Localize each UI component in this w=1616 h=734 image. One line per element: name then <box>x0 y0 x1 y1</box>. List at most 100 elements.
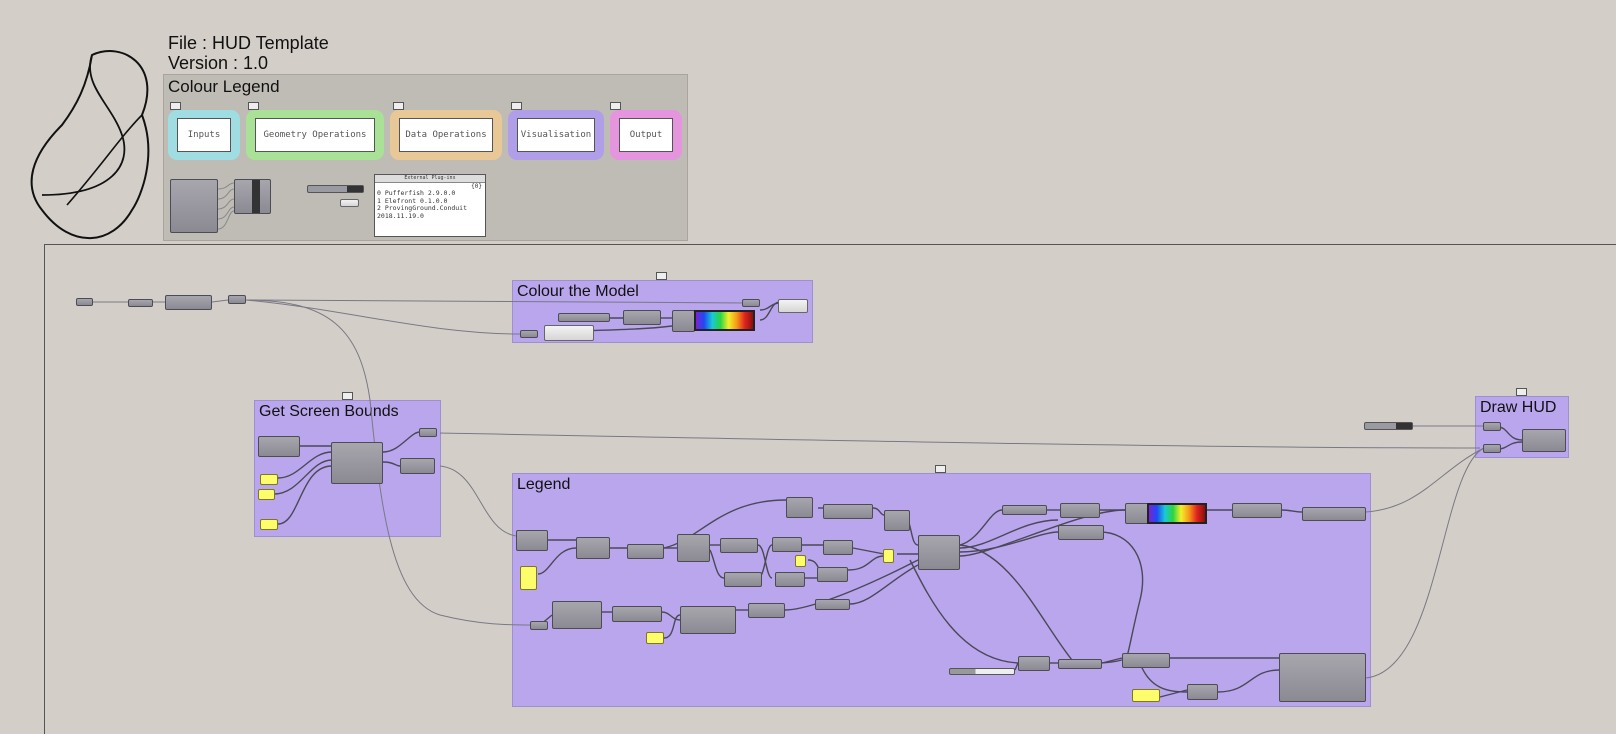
param-node[interactable] <box>1483 444 1501 453</box>
plugins-panel-path: {0} <box>471 183 482 190</box>
component-node[interactable] <box>1018 656 1050 671</box>
component-node[interactable] <box>1058 525 1104 540</box>
comment-icon[interactable] <box>170 102 181 110</box>
component-node[interactable] <box>1522 429 1566 452</box>
panel-param[interactable] <box>258 489 275 500</box>
legend-visualisation-box[interactable]: Visualisation <box>508 110 604 160</box>
component-node[interactable] <box>331 442 383 484</box>
colour-legend-title: Colour Legend <box>168 77 280 96</box>
legend-visualisation-label: Visualisation <box>517 118 595 152</box>
plugins-panel-header: External Plug-ins <box>375 175 485 183</box>
legend-inputs-box[interactable]: Inputs <box>168 110 240 160</box>
group-draw-hud[interactable]: Draw HUD <box>1475 396 1569 458</box>
plugins-panel-list: 0 Pufferfish 2.9.0.0 1 Elefront 0.1.0.0 … <box>375 189 485 220</box>
component-node[interactable] <box>775 572 805 587</box>
component-node[interactable] <box>672 310 695 332</box>
comment-icon[interactable] <box>393 102 404 110</box>
gradient-component[interactable] <box>1147 503 1207 524</box>
component-node[interactable] <box>680 606 736 634</box>
component-node[interactable] <box>258 436 300 457</box>
canvas-frame <box>44 244 1616 734</box>
component-node[interactable] <box>1232 503 1282 518</box>
input-node[interactable] <box>544 325 594 341</box>
comment-icon[interactable] <box>342 392 353 400</box>
component-node[interactable] <box>724 572 762 587</box>
panel-param[interactable] <box>260 519 278 530</box>
component-node[interactable] <box>400 458 435 474</box>
colour-legend-panel: Colour Legend Inputs Geometry Operations… <box>163 74 688 241</box>
toggle-button[interactable] <box>340 199 359 207</box>
component-node[interactable] <box>815 599 850 610</box>
component-node[interactable] <box>748 603 785 618</box>
param-node[interactable] <box>76 298 93 306</box>
plugin-line: 0 Pufferfish 2.9.0.0 <box>377 189 456 197</box>
component-node[interactable] <box>612 606 662 622</box>
gradient-component[interactable] <box>694 310 755 331</box>
group-title: Colour the Model <box>517 283 639 300</box>
component-node[interactable] <box>165 295 212 310</box>
component-node[interactable] <box>1187 684 1218 700</box>
legend-output-box[interactable]: Output <box>610 110 682 160</box>
param-node[interactable] <box>530 621 548 630</box>
param-node[interactable] <box>419 428 437 437</box>
panel-param[interactable] <box>795 555 806 567</box>
comment-icon[interactable] <box>656 272 667 280</box>
component-node[interactable] <box>576 537 610 559</box>
component-node[interactable] <box>623 310 661 325</box>
param-node[interactable] <box>1483 422 1501 431</box>
comment-icon[interactable] <box>1516 388 1527 396</box>
legend-geometry-label: Geometry Operations <box>255 118 375 152</box>
panel-param[interactable] <box>883 549 894 563</box>
number-slider[interactable] <box>949 668 1015 675</box>
component-node[interactable] <box>1060 503 1100 518</box>
param-node[interactable] <box>742 299 760 307</box>
component-node[interactable] <box>884 510 910 531</box>
component-node[interactable] <box>1058 659 1102 669</box>
panel-param[interactable] <box>260 474 278 485</box>
component-node[interactable] <box>170 179 218 233</box>
component-node[interactable] <box>1122 653 1170 668</box>
component-node[interactable] <box>918 535 960 570</box>
component-node[interactable] <box>817 567 848 582</box>
number-slider[interactable] <box>307 185 364 193</box>
plugins-panel[interactable]: External Plug-ins {0} 0 Pufferfish 2.9.0… <box>374 174 486 237</box>
comment-icon[interactable] <box>511 102 522 110</box>
component-node[interactable] <box>823 504 873 519</box>
param-node[interactable] <box>520 330 538 338</box>
logo-sketch <box>30 50 150 240</box>
param-node[interactable] <box>128 299 153 307</box>
component-node[interactable] <box>558 313 610 322</box>
component-node[interactable] <box>786 497 813 518</box>
version-label: Version : 1.0 <box>168 53 269 73</box>
panel-param[interactable] <box>646 632 664 644</box>
param-node[interactable] <box>228 295 246 304</box>
component-node[interactable] <box>1279 653 1366 702</box>
legend-data-box[interactable]: Data Operations <box>390 110 502 160</box>
legend-geometry-box[interactable]: Geometry Operations <box>246 110 384 160</box>
component-node[interactable] <box>720 538 758 553</box>
component-node[interactable] <box>552 601 602 629</box>
comment-icon[interactable] <box>248 102 259 110</box>
comment-icon[interactable] <box>610 102 621 110</box>
component-node[interactable] <box>1302 507 1366 521</box>
plugin-line: 1 Elefront 0.1.0.0 <box>377 196 448 205</box>
output-node[interactable] <box>778 299 808 313</box>
component-node[interactable] <box>1125 503 1149 524</box>
component-node[interactable] <box>516 530 548 551</box>
panel-param[interactable] <box>520 566 537 590</box>
panel-param[interactable] <box>1132 689 1160 702</box>
legend-inputs-label: Inputs <box>177 118 231 152</box>
component-node[interactable] <box>677 534 710 562</box>
component-node[interactable] <box>1002 505 1047 515</box>
group-legend[interactable]: Legend <box>512 473 1371 707</box>
component-node[interactable] <box>823 540 853 555</box>
comment-icon[interactable] <box>935 465 946 473</box>
component-node[interactable] <box>627 544 664 559</box>
number-slider[interactable] <box>1364 422 1413 430</box>
component-node[interactable] <box>772 537 802 552</box>
file-title: File : HUD Template <box>168 33 329 53</box>
plugin-line: 2018.11.19.0 <box>377 211 424 220</box>
plugin-line: 2 ProvingGround.Conduit <box>377 204 468 212</box>
component-node[interactable] <box>234 179 271 214</box>
